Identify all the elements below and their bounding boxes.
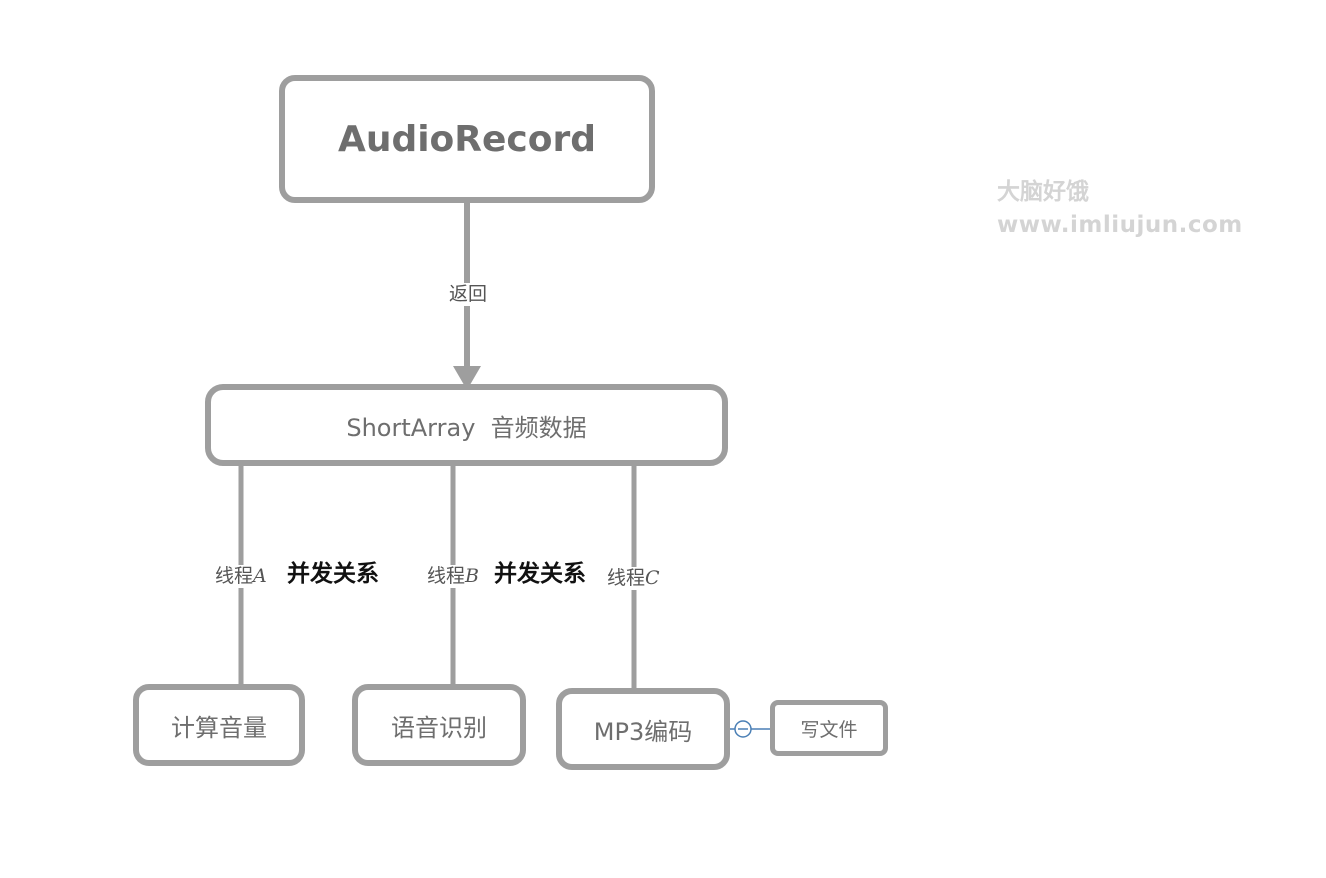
shortarray-node-label: ShortArray 音频数据 [346,413,587,442]
speech-recognition-label: 语音识别 [391,713,487,742]
calculate-volume-label: 计算音量 [171,713,267,742]
watermark-title: 大脑好饿 [997,179,1089,205]
thread-b-label: 线程B [425,565,481,588]
shortarray-node[interactable]: ShortArray 音频数据 [205,384,728,466]
thread-b-letter: B [465,565,479,587]
mp3-encode-node[interactable]: MP3编码 [556,688,730,770]
concurrent-relation-label-1: 并发关系 [287,561,379,587]
thread-a-letter: A [253,565,267,587]
write-file-node[interactable]: 写文件 [770,700,888,756]
watermark: 大脑好饿 www.imliujun.com [997,176,1243,243]
speech-recognition-node[interactable]: 语音识别 [352,684,526,766]
write-file-label: 写文件 [800,718,858,741]
mp3-encode-label: MP3编码 [593,717,693,746]
thread-c-label: 线程C [605,567,662,590]
thread-a-prefix: 线程 [215,565,254,587]
arrow-down-icon [453,366,481,390]
concurrent-relation-label-2: 并发关系 [494,561,586,587]
watermark-url: www.imliujun.com [997,212,1243,239]
thread-b-prefix: 线程 [427,565,466,587]
return-edge-text: 返回 [449,283,488,305]
calculate-volume-node[interactable]: 计算音量 [133,684,305,766]
audiorecord-node[interactable]: AudioRecord [279,75,655,203]
thread-c-prefix: 线程 [607,567,646,589]
audiorecord-node-label: AudioRecord [337,118,597,160]
thread-c-letter: C [645,567,660,589]
minus-circle-icon[interactable] [734,720,752,738]
thread-a-label: 线程A [213,565,269,588]
return-edge-label: 返回 [447,283,490,306]
